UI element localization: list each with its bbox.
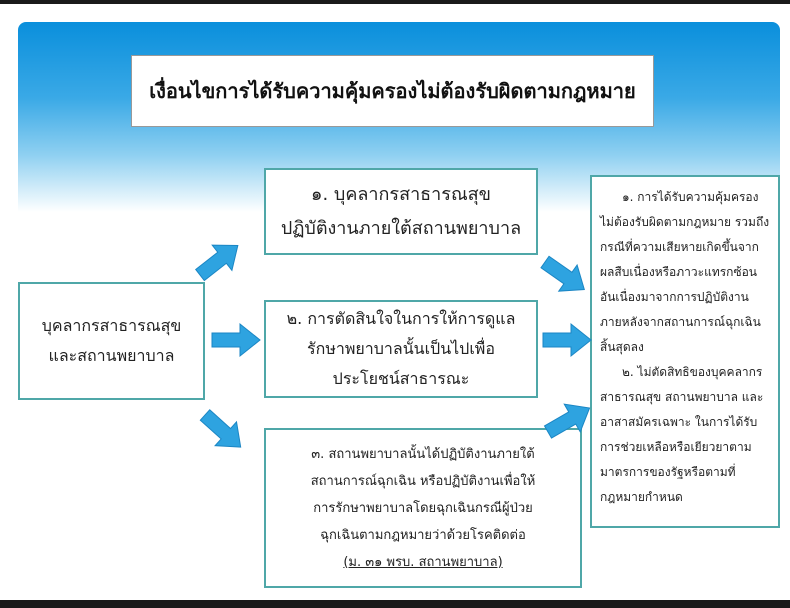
slide-title: เงื่อนไขการได้รับความคุ้มครองไม่ต้องรับผ… [131, 55, 654, 127]
condition-line: ๒. การตัดสินใจในการให้การดูแล [286, 309, 516, 328]
title-text: เงื่อนไขการได้รับความคุ้มครองไม่ต้องรับผ… [149, 79, 636, 103]
result-item-2: ๒. ไม่ตัดสิทธิของบุคคลากรสาธารณสุข สถานพ… [600, 365, 764, 504]
condition-1-box: ๑. บุคลากรสาธารณสุขปฏิบัติงานภายใต้สถานพ… [264, 168, 538, 255]
arrow-icon [189, 232, 249, 289]
condition-line: การรักษาพยาบาลโดยฉุกเฉินกรณีผู้ป่วย [313, 500, 533, 516]
condition-3-box: ๓. สถานพยาบาลนั้นได้ปฏิบัติงานภายใต้ สถา… [264, 428, 582, 588]
subject-line: และสถานพยาบาล [48, 346, 175, 365]
arrow-icon [211, 323, 261, 357]
condition-line: ฉุกเฉินตามกฎหมายว่าด้วยโรคติดต่อ [320, 527, 526, 543]
subject-line: บุคลากรสาธารณสุข [41, 316, 182, 335]
legal-reference: (ม. ๓๑ พรบ. สถานพยาบาล) [343, 554, 503, 570]
subject-box: บุคลากรสาธารณสุขและสถานพยาบาล [18, 282, 205, 400]
arrow-icon [542, 323, 592, 357]
arrow-icon [539, 393, 599, 447]
result-box: ๑. การได้รับความคุ้มครองไม่ต้องรับผิดตาม… [590, 175, 780, 528]
condition-line: รักษาพยาบาลนั้นเป็นไปเพื่อ [307, 339, 495, 358]
top-bar [0, 0, 790, 4]
arrow-icon [535, 248, 594, 304]
condition-2-box: ๒. การตัดสินใจในการให้การดูแลรักษาพยาบาล… [264, 300, 538, 398]
arrow-icon [193, 402, 252, 460]
condition-line: ๓. สถานพยาบาลนั้นได้ปฏิบัติงานภายใต้ [311, 446, 535, 462]
condition-line: ประโยชน์สาธารณะ [332, 369, 470, 388]
condition-line: สถานการณ์ฉุกเฉิน หรือปฏิบัติงานเพื่อให้ [310, 473, 536, 489]
condition-line: ๑. บุคลากรสาธารณสุข [311, 183, 491, 205]
bottom-bar [0, 600, 790, 608]
condition-line: ปฏิบัติงานภายใต้สถานพยาบาล [280, 217, 522, 239]
result-item-1: ๑. การได้รับความคุ้มครองไม่ต้องรับผิดตาม… [600, 190, 770, 354]
